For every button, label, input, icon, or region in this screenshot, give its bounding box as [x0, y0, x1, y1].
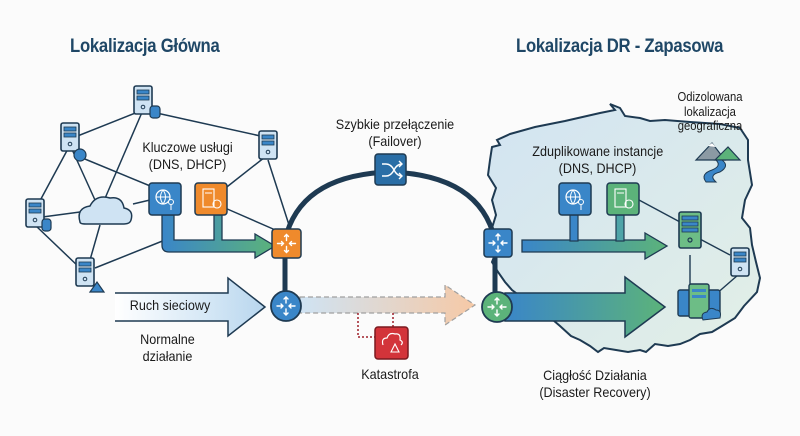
continuity-label: Ciągłość Działania (Disaster Recovery) [528, 367, 663, 401]
failover-line2: (Failover) [368, 133, 422, 149]
server-top [133, 85, 161, 119]
dr-server-main [678, 211, 702, 249]
isolated-line1: Odizolowana [677, 90, 743, 104]
failover-line1: Szybkie przełączenie [335, 116, 455, 132]
services-flow-arrow [161, 214, 277, 260]
dr-server-links [638, 199, 739, 296]
network-traffic-arrow [115, 276, 267, 338]
server-globe [60, 122, 87, 162]
key-services-line1: Kluczowe usługi [142, 139, 233, 155]
disaster-label: Katastrofa [361, 366, 419, 382]
failover-label: Szybkie przełączenie (Failover) [332, 116, 458, 150]
cloud-icon [78, 196, 133, 225]
failover-arc [282, 169, 498, 310]
isolated-location-label: Odizolowana lokalizacja geograficzna [665, 90, 755, 134]
normal-op-line1: Normalne [140, 331, 195, 347]
failover-switch-icon [374, 153, 407, 186]
isolated-line2: lokalizacja [684, 104, 736, 119]
dr-dhcp-service-icon [606, 182, 640, 216]
continuity-line1: Ciągłość Działania [543, 367, 647, 383]
dr-dns-service-icon [558, 182, 592, 216]
dr-site-title: Lokalizacja DR - Zapasowa [516, 36, 724, 57]
key-services-label: Kluczowe usługi (DNS, DHCP) [140, 139, 235, 173]
dr-switch-icon [483, 228, 513, 258]
primary-site-title: Lokalizacja Główna [70, 36, 220, 57]
failover-dashed-arrow [299, 283, 477, 327]
duplicated-instances-label: Zduplikowane instancje (DNS, DHCP) [532, 143, 663, 177]
continuity-line2: (Disaster Recovery) [539, 384, 651, 400]
normal-operation-label: Normalne działanie [129, 331, 206, 365]
isolated-line3: geograficzna [677, 119, 743, 133]
dhcp-service-icon [194, 182, 228, 216]
dr-traffic-arrow [504, 275, 667, 339]
server-warning [75, 257, 106, 293]
dr-services-flow-arrow [521, 231, 669, 261]
disaster-icon [374, 326, 409, 360]
disaster-link [357, 313, 394, 338]
network-traffic-label: Ruch sieciowy [129, 297, 211, 313]
primary-switch-icon [271, 228, 302, 259]
dr-router-icon [481, 291, 513, 323]
key-services-line2: (DNS, DHCP) [148, 156, 227, 172]
server-db [25, 198, 52, 232]
dns-service-icon [148, 182, 182, 216]
duplicated-line2: (DNS, DHCP) [558, 160, 637, 176]
duplicated-line1: Zduplikowane instancje [532, 143, 664, 159]
normal-op-line2: działanie [142, 348, 193, 364]
dr-server-cluster [677, 283, 721, 321]
network-links [34, 109, 291, 269]
server-right [258, 130, 278, 160]
primary-router-icon [270, 290, 302, 322]
dr-server-small [730, 247, 750, 277]
mountains-river-icon [694, 142, 742, 183]
